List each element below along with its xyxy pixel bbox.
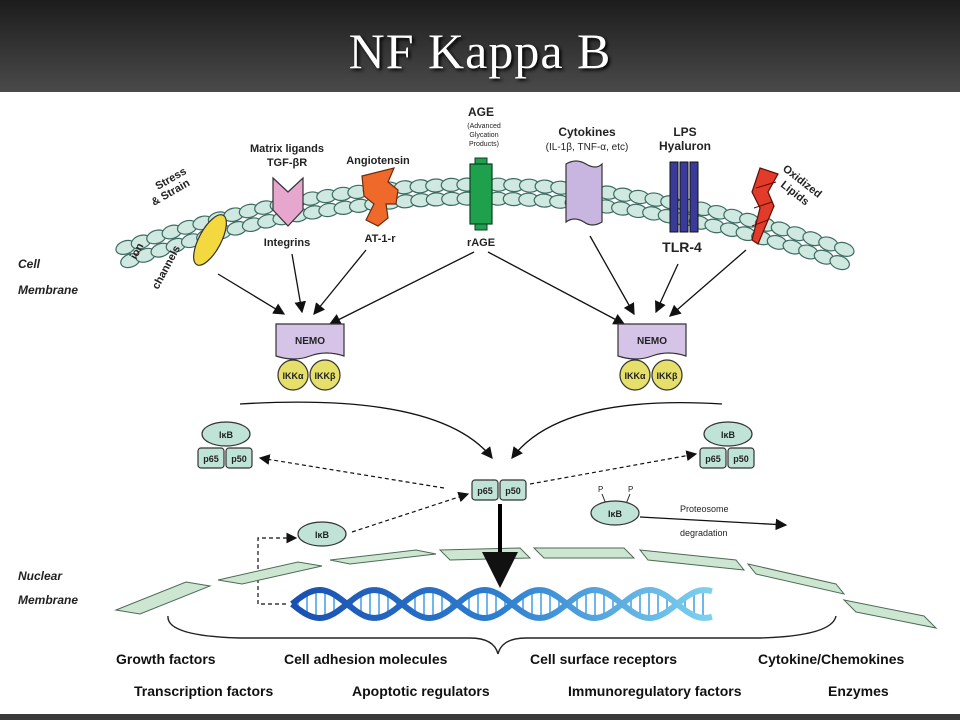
age-label: AGE	[468, 105, 494, 119]
proteosome-label: Proteosome	[680, 504, 729, 514]
cytokines-label: Cytokines	[558, 125, 616, 139]
output-immunoregulatory: Immunoregulatory factors	[568, 683, 742, 699]
p50-label: p50	[505, 486, 521, 496]
nfkb-inactive-left: IκB p65 p50	[197, 421, 253, 469]
cytokines-sub-label: (IL-1β, TNF-α, etc)	[546, 142, 629, 153]
dashed-arrows	[257, 450, 698, 605]
nemo-label: NEMO	[295, 336, 325, 347]
nuclear-membrane	[114, 547, 938, 629]
ikk-beta	[309, 359, 341, 391]
phospho-label: P	[628, 485, 633, 494]
bottom-bar	[0, 714, 960, 720]
membrane-bead	[829, 255, 850, 271]
rage-label: rAGE	[467, 237, 495, 249]
cell-membrane-label: Cell	[18, 257, 41, 271]
integrin-shape	[272, 176, 304, 227]
nemo-shape	[275, 323, 345, 360]
ikk-alpha	[277, 359, 309, 391]
ikb-shape	[201, 421, 251, 447]
tlr4-shape	[679, 161, 689, 233]
ikb-free: IκB	[297, 521, 347, 547]
output-growth-factors: Growth factors	[116, 651, 216, 667]
p50-shape	[727, 447, 755, 469]
p65-shape	[471, 479, 499, 501]
cell-membrane-label: Membrane	[18, 283, 78, 297]
rage-receptor: AGE (Advanced Glycation Products) rAGE	[467, 105, 501, 249]
tlr4-receptor: LPS Hyaluron TLR-4	[659, 125, 711, 255]
ikb-phosphorylated: P P IκB Proteosome degradation	[590, 485, 788, 538]
membrane-bead	[834, 241, 855, 257]
output-brace	[167, 615, 837, 655]
p50-shape	[225, 447, 253, 469]
angiotensin-shape	[361, 167, 399, 227]
angiotensin-label: Angiotensin	[346, 155, 410, 167]
p65-shape	[197, 447, 225, 469]
nfkb-inactive-right: IκB p65 p50	[699, 421, 755, 469]
phospho-label: P	[598, 485, 603, 494]
degradation-label: degradation	[680, 528, 728, 538]
nfkb-active: p65 p50	[471, 479, 527, 501]
signal-arrows	[217, 235, 747, 325]
activation-arrows	[239, 401, 723, 460]
nuclear-membrane-label: Nuclear	[18, 569, 63, 583]
age-note: (Advanced	[467, 123, 501, 130]
lps-label: LPS	[673, 125, 696, 139]
ikkb-label: IKKβ	[657, 371, 678, 381]
tgf-label: TGF-βR	[267, 157, 307, 169]
tlr4-shape	[669, 161, 679, 233]
integrins-label: Integrins	[264, 237, 310, 249]
ikkb-label: IKKβ	[315, 371, 336, 381]
ikb-label: IκB	[721, 430, 736, 440]
nfkb-diagram: Cell Membrane Nuclear Membrane Stress & …	[18, 105, 938, 699]
tlr4-label: TLR-4	[662, 239, 702, 255]
output-transcription-factors: Transcription factors	[134, 683, 273, 699]
ikk-beta	[651, 359, 683, 391]
ikka-label: IKKα	[282, 371, 303, 381]
title-bar: NF Kappa B	[0, 0, 960, 92]
ikb-label: IκB	[219, 430, 234, 440]
dna-strand	[290, 586, 713, 622]
rage-shape	[469, 163, 493, 225]
p50-label: p50	[231, 454, 247, 464]
ikk-alpha	[619, 359, 651, 391]
ikb-shape	[297, 521, 347, 547]
hyaluron-label: Hyaluron	[659, 139, 711, 153]
nemo-complex-left: NEMO IKKα IKKβ	[275, 323, 345, 391]
p65-label: p65	[203, 454, 219, 464]
tlr4-shape	[689, 161, 699, 233]
nuclear-membrane-label: Membrane	[18, 593, 78, 607]
page-title: NF Kappa B	[348, 23, 612, 79]
dna-helix	[290, 586, 713, 622]
output-apoptotic-regulators: Apoptotic regulators	[352, 683, 490, 699]
p65-label: p65	[705, 454, 721, 464]
diagram-panel: Cell Membrane Nuclear Membrane Stress & …	[0, 92, 960, 714]
dna-strand	[290, 586, 713, 622]
nemo-shape	[617, 323, 687, 360]
cytokine-receptor-shape	[565, 160, 603, 226]
ikb-label: IκB	[608, 509, 623, 519]
p50-shape	[499, 479, 527, 501]
output-enzymes: Enzymes	[828, 683, 889, 699]
matrix-ligands-label: Matrix ligands	[250, 143, 324, 155]
nemo-complex-right: NEMO IKKα IKKβ	[617, 323, 687, 391]
ikb-shape	[590, 500, 640, 526]
nemo-label: NEMO	[637, 336, 667, 347]
p65-label: p65	[477, 486, 493, 496]
p65-shape	[699, 447, 727, 469]
cytokine-receptor: Cytokines (IL-1β, TNF-α, etc)	[546, 125, 629, 226]
ikb-label: IκB	[315, 530, 330, 540]
output-cell-surface-receptors: Cell surface receptors	[530, 651, 677, 667]
output-cell-adhesion: Cell adhesion molecules	[284, 651, 448, 667]
angiotensin-receptor: Angiotensin AT-1-r	[346, 155, 410, 245]
age-note: Products)	[469, 141, 499, 148]
age-note: Glycation	[469, 132, 498, 139]
integrin-receptor: Matrix ligands TGF-βR Integrins	[250, 143, 324, 249]
at1r-label: AT-1-r	[365, 233, 397, 245]
ikka-label: IKKα	[624, 371, 645, 381]
degradation-arrow	[639, 516, 788, 531]
output-cytokines: Cytokine/Chemokines	[758, 651, 904, 667]
ikb-shape	[703, 421, 753, 447]
p50-label: p50	[733, 454, 749, 464]
ion-channel-shape	[193, 214, 227, 266]
